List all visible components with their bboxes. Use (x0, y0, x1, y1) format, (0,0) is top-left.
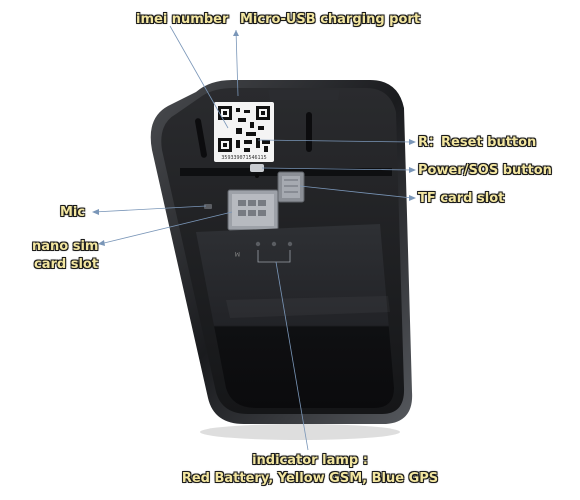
leader-imei (169, 25, 229, 129)
leader-lamp (275, 261, 309, 451)
label-indicator-lamp-line1: indicator lamp : (252, 453, 368, 468)
label-power-sos-button: Power/SOS button (418, 163, 552, 178)
leader-lines (93, 25, 413, 451)
sim-card-tray-icon (227, 189, 279, 231)
label-nano-sim-line2: card slot (34, 257, 99, 272)
label-imei-number: imei number (136, 12, 229, 27)
battery-cover (196, 224, 394, 408)
label-tf-card-slot: TF card slot (418, 191, 505, 206)
indicator-bracket (257, 250, 291, 263)
label-indicator-lamp-line2: Red Battery, Yellow GSM, Blue GPS (181, 471, 439, 486)
label-nano-sim-line1: nano sim (32, 239, 99, 254)
tf-card-slot-icon (277, 171, 305, 203)
leader-mic (93, 205, 207, 213)
label-mic: Mic (60, 205, 86, 220)
leader-power (261, 167, 413, 171)
leader-sim (99, 211, 233, 245)
indicator-lamp-yellow (271, 241, 277, 247)
leader-tf (299, 185, 413, 199)
svg-text:M: M (235, 250, 240, 257)
indicator-lamp-blue (287, 241, 293, 247)
qr-code-icon (214, 102, 274, 162)
label-reset-button: R：Reset button (418, 135, 537, 150)
qr-serial-text: 359339071546115 (221, 155, 266, 161)
mic-hole (204, 204, 212, 209)
indicator-lamp-red (255, 241, 261, 247)
button-icon (250, 164, 264, 172)
reset-hole (255, 174, 259, 178)
leader-reset (257, 139, 413, 143)
device-shadow (200, 424, 400, 440)
leader-usb (235, 29, 239, 97)
label-micro-usb-port: Micro-USB charging port (240, 12, 421, 27)
